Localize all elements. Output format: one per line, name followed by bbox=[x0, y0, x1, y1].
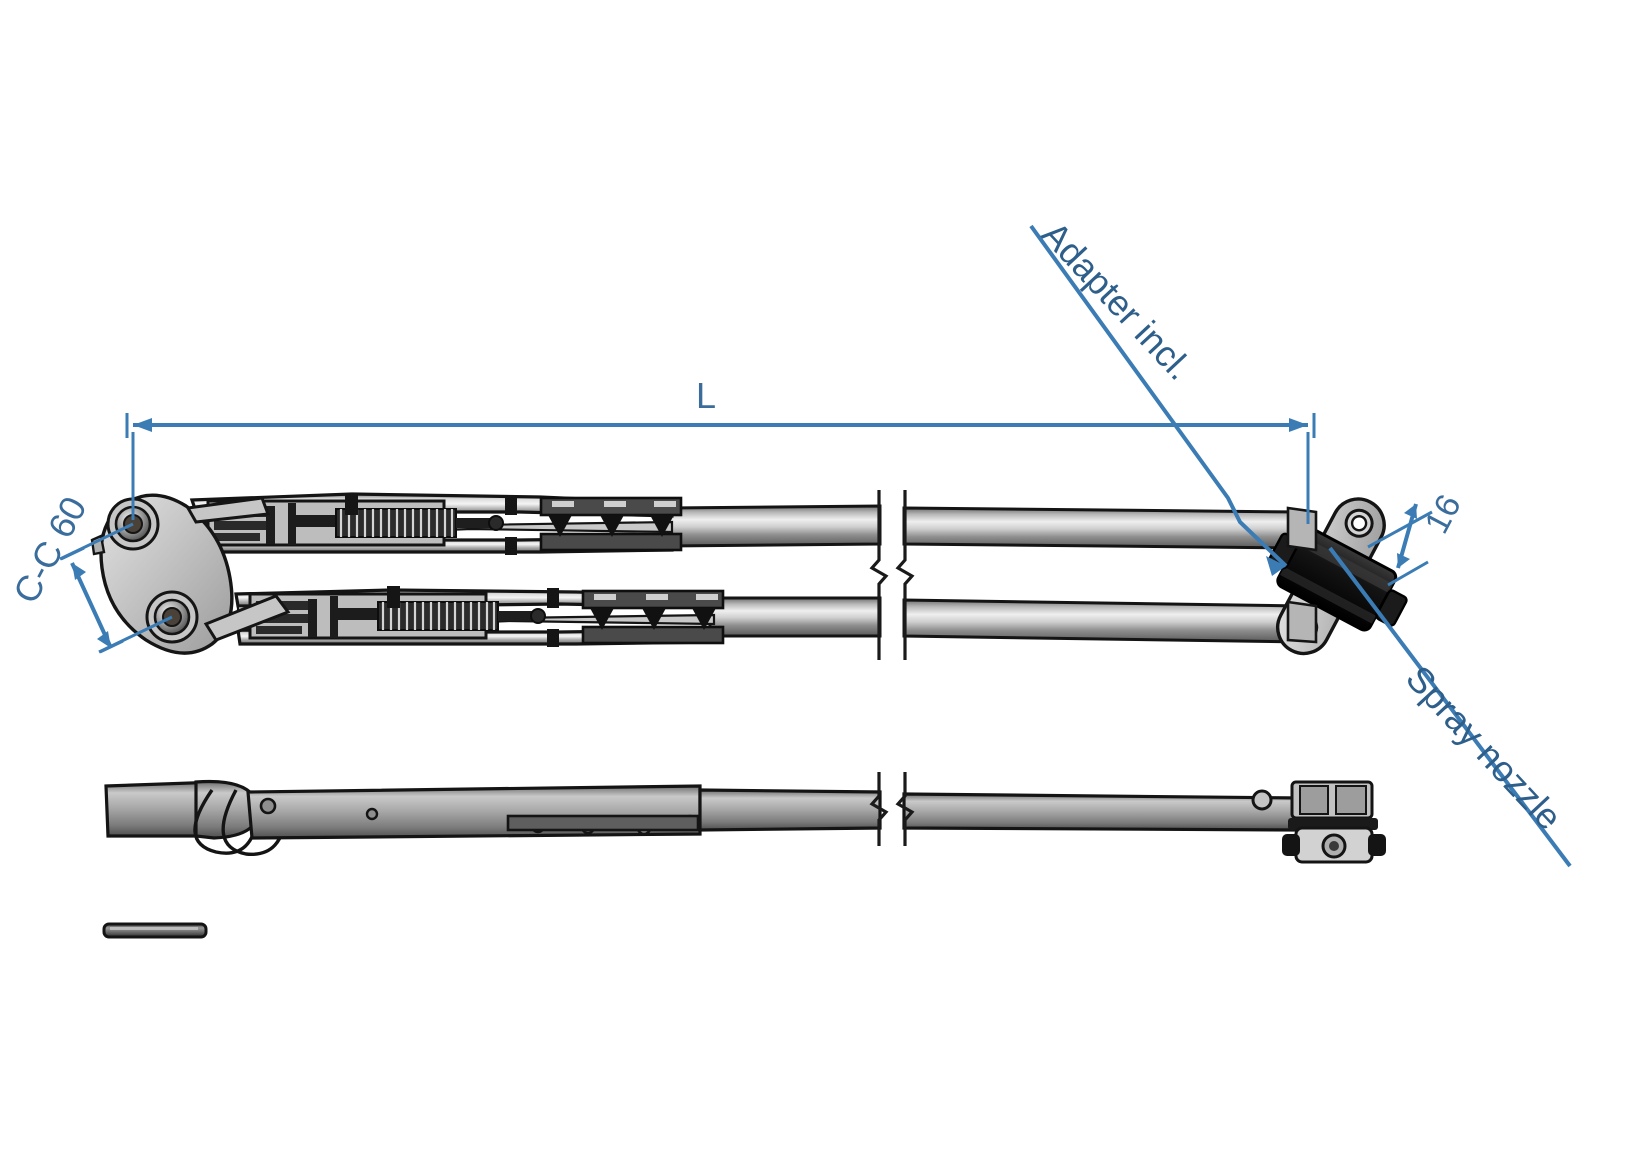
dimension-length-overall: L bbox=[125, 375, 1316, 524]
plan-view-upper-arm bbox=[189, 492, 1302, 555]
adapter-and-nozzle-assembly bbox=[1268, 497, 1408, 656]
lower-clamp-blocks bbox=[581, 589, 725, 645]
break-line-plan bbox=[869, 490, 915, 660]
lower-shaft-right bbox=[902, 598, 1302, 644]
spray-nozzle-body bbox=[1268, 526, 1408, 632]
plan-view-lower-arm bbox=[234, 586, 1302, 647]
dimension-label-16: 16 bbox=[1418, 489, 1469, 540]
callout-label-adapter: Adapter incl. bbox=[1034, 213, 1200, 387]
callout-label-spray-nozzle: Spray nozzle bbox=[1398, 657, 1570, 837]
break-line-side bbox=[869, 772, 915, 846]
section-bar bbox=[102, 922, 208, 939]
side-nozzle-block bbox=[1282, 780, 1386, 864]
lower-shaft-left bbox=[708, 596, 882, 638]
upper-shaft-right bbox=[902, 506, 1302, 550]
upper-shaft-left bbox=[666, 504, 882, 548]
side-elevation-view bbox=[104, 779, 1386, 864]
tension-spring bbox=[335, 508, 457, 538]
dimension-label-L: L bbox=[696, 375, 716, 416]
upper-spring-housing bbox=[206, 499, 504, 547]
upper-collar-bands bbox=[345, 493, 517, 555]
lower-collar-bands bbox=[387, 586, 559, 647]
upper-clamp-blocks bbox=[539, 496, 683, 552]
pivot-mount-plate bbox=[90, 493, 291, 655]
